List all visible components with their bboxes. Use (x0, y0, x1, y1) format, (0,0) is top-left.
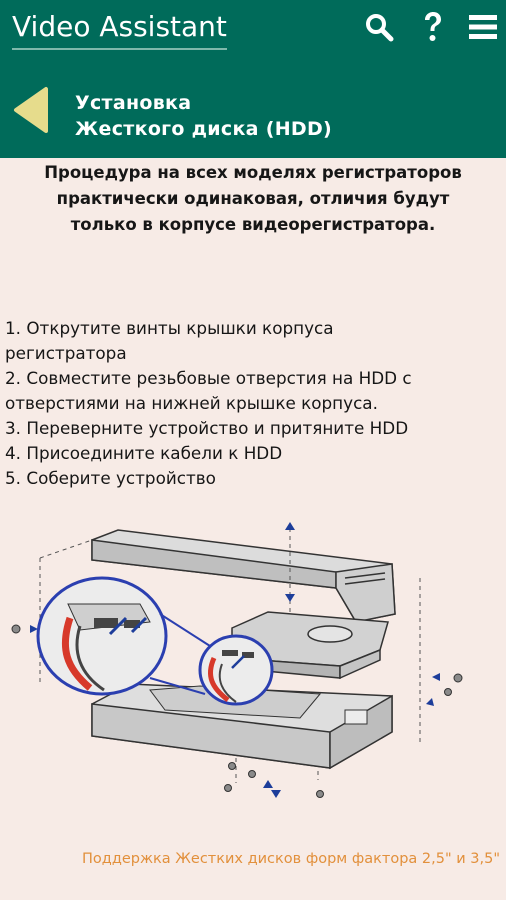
page-header: Установка Жесткого диска (HDD) (0, 60, 506, 158)
search-icon (366, 14, 394, 42)
hdd-support-note-text: Поддержка Жестких дисков форм фактора 2,… (82, 851, 500, 867)
step-line: 5. Соберите устройство (5, 468, 216, 488)
intro-text: Процедура на всех моделях регистраторов … (0, 160, 506, 238)
app-title: Video Assistant (12, 10, 227, 50)
back-arrow-icon (14, 87, 48, 133)
back-button[interactable] (10, 86, 50, 134)
menu-icon (469, 15, 497, 39)
intro-line-1: Процедура на всех моделях регистраторов (44, 163, 462, 182)
hdd-installation-diagram (11, 522, 463, 798)
step-line: 1. Открутите винты крышки корпуса (5, 318, 334, 338)
step-line: 3. Переверните устройство и притяните HD… (5, 418, 409, 438)
help-button[interactable] (416, 8, 450, 46)
help-icon (425, 12, 441, 41)
connector-zoom-circle-small (198, 634, 274, 706)
intro-line-3: только в корпусе видеорегистратора. (70, 215, 436, 234)
step-line: регистратора (5, 343, 127, 363)
dvr-top-cover (91, 529, 396, 623)
step-line: 2. Совместите резьбовые отверстия на HDD… (5, 368, 412, 388)
hdd-support-note: Поддержка Жестких дисков форм фактора 2,… (0, 849, 506, 869)
menu-button[interactable] (466, 8, 500, 46)
app-bar: Video Assistant (0, 0, 506, 60)
connector-zoom-circle (36, 576, 168, 696)
step-line: отверстиями на нижней крышке корпуса. (5, 393, 378, 413)
mounting-screws (11, 624, 463, 798)
steps-list: 1. Открутите винты крышки корпуса регист… (5, 316, 501, 491)
intro-line-2: практически одинаковая, отличия будут (56, 189, 450, 208)
zoom-callout-lines (149, 613, 211, 695)
step-line: 4. Присоедините кабели к HDD (5, 443, 283, 463)
page-title-line-1: Установка (75, 92, 192, 114)
page-title: Установка Жесткого диска (HDD) (75, 90, 332, 142)
page-title-line-2: Жесткого диска (HDD) (75, 118, 333, 140)
search-button[interactable] (362, 8, 396, 46)
direction-arrows (30, 522, 440, 798)
